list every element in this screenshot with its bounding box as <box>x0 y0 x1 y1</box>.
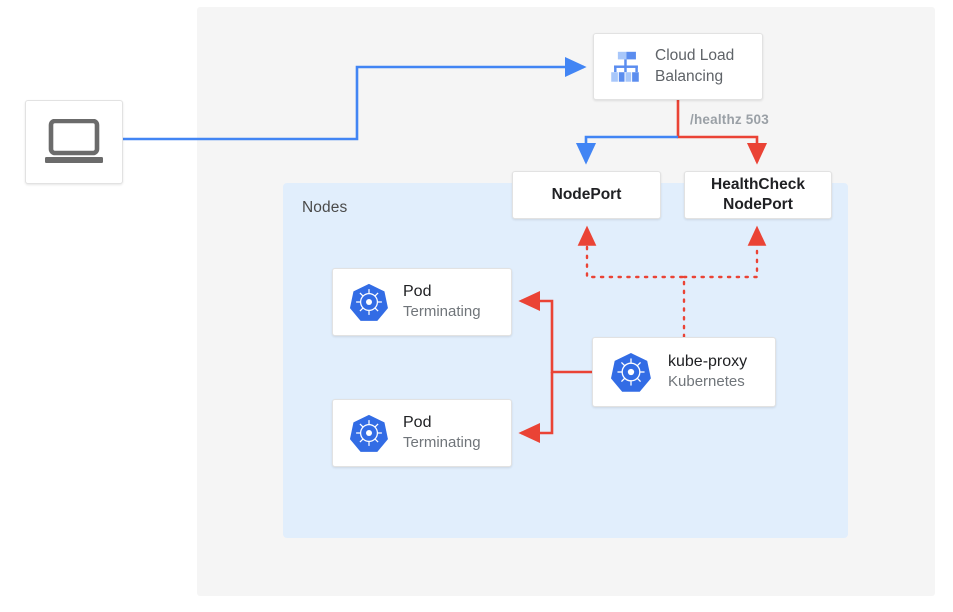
nodes-region-label: Nodes <box>302 199 348 216</box>
kube-proxy-node: kube-proxy Kubernetes <box>592 337 776 407</box>
pod-2-title: Pod <box>403 414 432 432</box>
clb-title-line2: Balancing <box>655 67 724 85</box>
cloud-load-balancing-node: Cloud Load Balancing <box>593 33 763 100</box>
client-laptop-node <box>25 100 123 184</box>
pod-node-2: Pod Terminating <box>332 399 512 467</box>
healthz-edge-label: /healthz 503 <box>690 112 769 127</box>
kubernetes-icon <box>610 352 651 392</box>
healthcheck-nodeport-node: HealthCheck NodePort <box>684 171 832 219</box>
nodeport-label: NodePort <box>551 185 622 203</box>
nodeport-node: NodePort <box>512 171 661 219</box>
kube-proxy-subtitle: Kubernetes <box>668 373 745 391</box>
clb-title-line1: Cloud Load <box>655 46 735 64</box>
kube-proxy-text: kube-proxy Kubernetes <box>668 352 747 392</box>
pod-1-text: Pod Terminating <box>403 282 481 322</box>
pod-1-status: Terminating <box>403 303 481 321</box>
pod-node-1: Pod Terminating <box>332 268 512 336</box>
cloud-load-balancing-icon <box>611 51 639 82</box>
hcnp-title-line1: HealthCheck <box>711 175 805 193</box>
pod-2-status: Terminating <box>403 434 481 452</box>
pod-2-text: Pod Terminating <box>403 413 481 453</box>
healthcheck-nodeport-label: HealthCheck NodePort <box>711 175 805 215</box>
pod-1-title: Pod <box>403 283 432 301</box>
kube-proxy-title: kube-proxy <box>668 353 748 371</box>
kubernetes-icon <box>349 414 388 452</box>
cloud-load-balancing-label: Cloud Load Balancing <box>655 46 734 87</box>
hcnp-title-line2: NodePort <box>723 196 793 213</box>
laptop-icon <box>45 119 103 163</box>
kubernetes-icon <box>349 283 388 321</box>
